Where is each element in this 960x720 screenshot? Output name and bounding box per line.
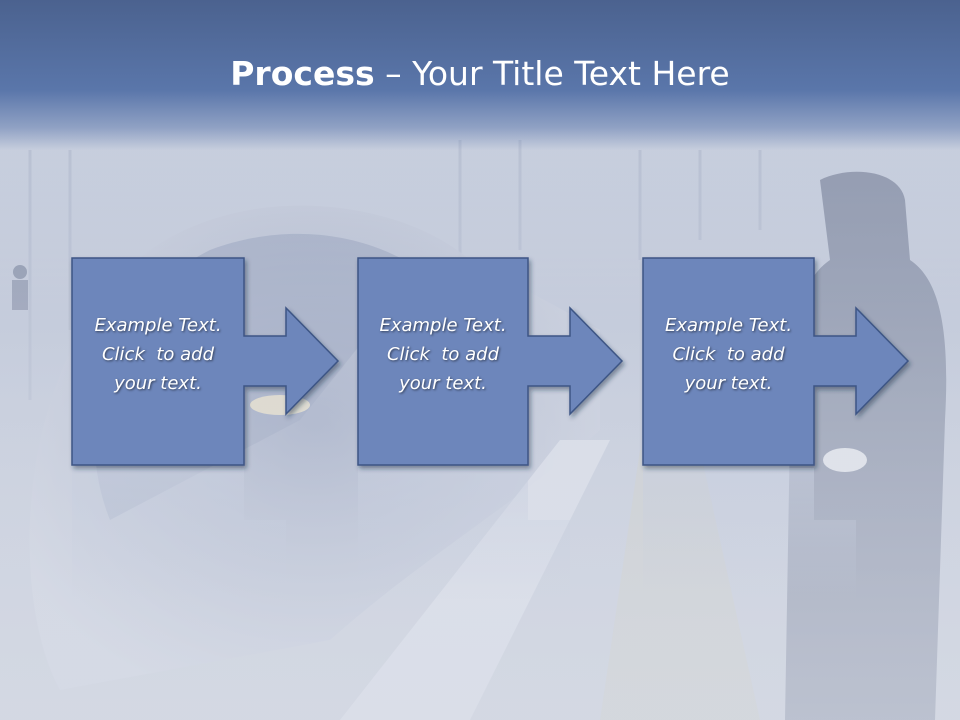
step-1-line-1: Example Text. <box>94 315 222 336</box>
step-2-shape[interactable] <box>357 257 624 466</box>
step-1-line-2: Click to add <box>101 344 214 365</box>
step-3-shape[interactable] <box>642 257 910 466</box>
step-3-reflection <box>643 468 856 600</box>
title-band <box>0 0 960 150</box>
step-2-line-3: your text. <box>399 373 487 394</box>
step-1-shape[interactable] <box>71 257 340 466</box>
step-3-text[interactable]: Example Text. Click to add your text. <box>643 311 814 398</box>
step-2-line-1: Example Text. <box>379 315 507 336</box>
title-rest-text: – Your Title Text Here <box>374 54 730 93</box>
title-bold-text: Process <box>230 54 375 93</box>
step-2-text[interactable]: Example Text. Click to add your text. <box>358 311 528 398</box>
step-1-text[interactable]: Example Text. Click to add your text. <box>72 311 244 398</box>
step-1-reflection <box>72 468 286 600</box>
step-2-reflection <box>358 468 570 600</box>
step-2-line-2: Click to add <box>386 344 499 365</box>
slide-title[interactable]: Process – Your Title Text Here <box>0 52 960 96</box>
step-1-line-3: your text. <box>114 373 202 394</box>
step-3-line-2: Click to add <box>672 344 785 365</box>
step-3-line-1: Example Text. <box>664 315 793 336</box>
step-3-line-3: your text. <box>684 373 773 394</box>
